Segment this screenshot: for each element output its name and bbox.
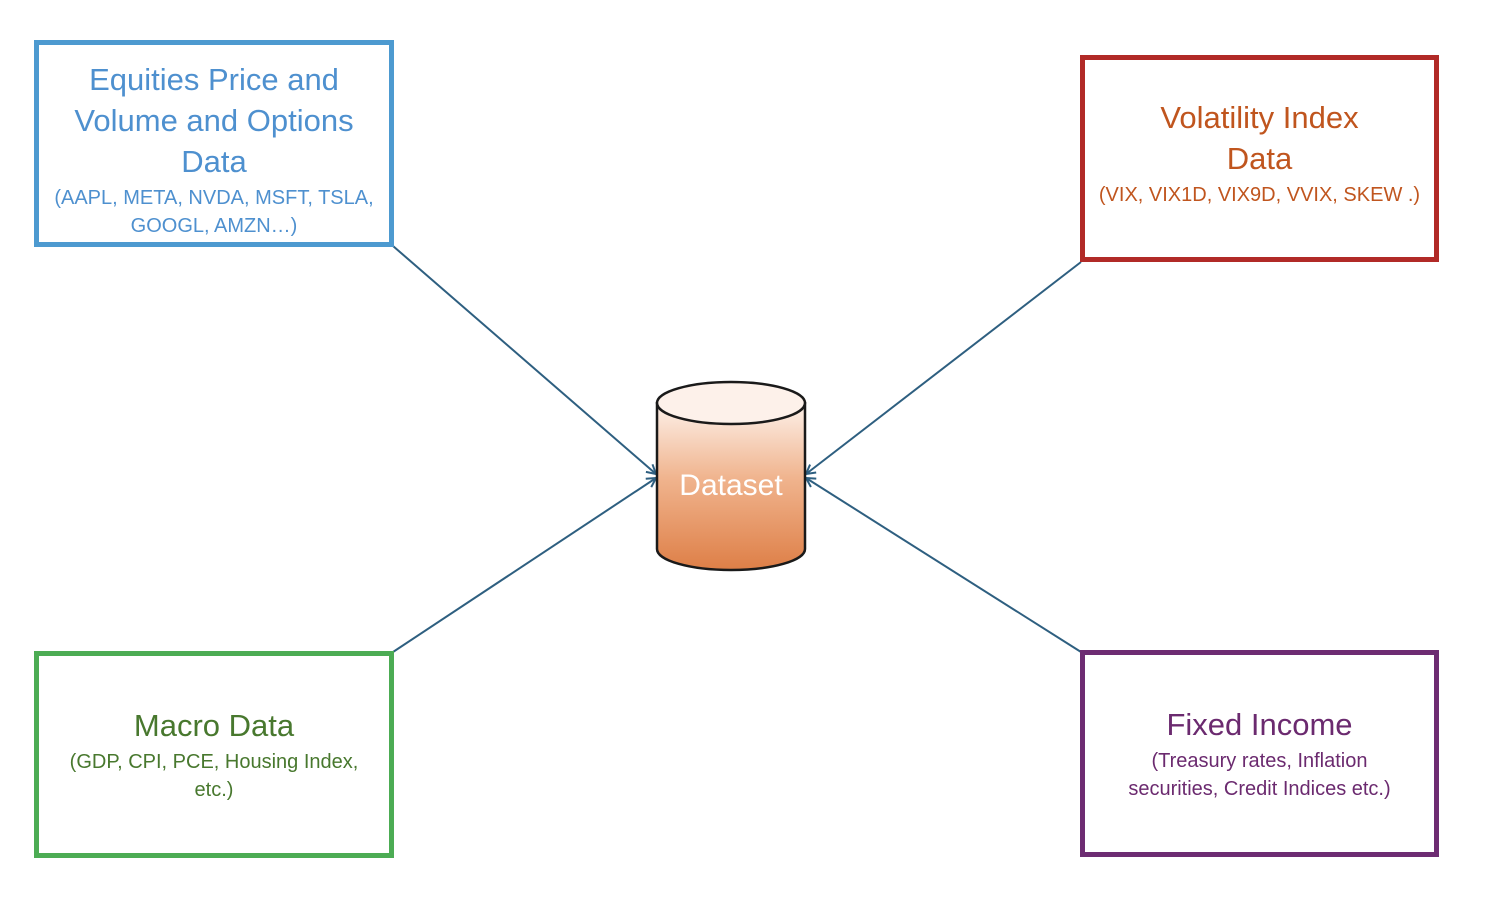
connector-equities-to-dataset [392,245,656,474]
macro-subtitle: (GDP, CPI, PCE, Housing Index, etc.) [69,751,359,801]
equities-title: Equities Price and Volume and Options Da… [74,62,354,179]
volatility-data-box: Volatility Index Data (VIX, VIX1D, VIX9D… [1080,55,1439,262]
fixed-income-data-box: Fixed Income (Treasury rates, Inflation … [1080,650,1439,857]
equities-data-box: Equities Price and Volume and Options Da… [34,40,394,247]
dataset-label: Dataset [679,469,783,502]
volatility-title: Volatility Index Data [1160,99,1359,176]
connector-fixed-income-to-dataset [806,478,1082,653]
macro-title: Macro Data [133,708,295,743]
equities-subtitle: (AAPL, META, NVDA, MSFT, TSLA, GOOGL, AM… [54,187,374,237]
fixed-income-title: Fixed Income [1166,707,1353,742]
fixed-income-subtitle: (Treasury rates, Inflation securities, C… [1128,750,1391,800]
connector-volatility-to-dataset [806,261,1082,474]
volatility-subtitle: (VIX, VIX1D, VIX9D, VVIX, SKEW .) [1098,183,1421,206]
connector-macro-to-dataset [392,478,656,653]
dataset-cylinder-icon [655,380,807,572]
macro-data-box: Macro Data (GDP, CPI, PCE, Housing Index… [34,651,394,858]
